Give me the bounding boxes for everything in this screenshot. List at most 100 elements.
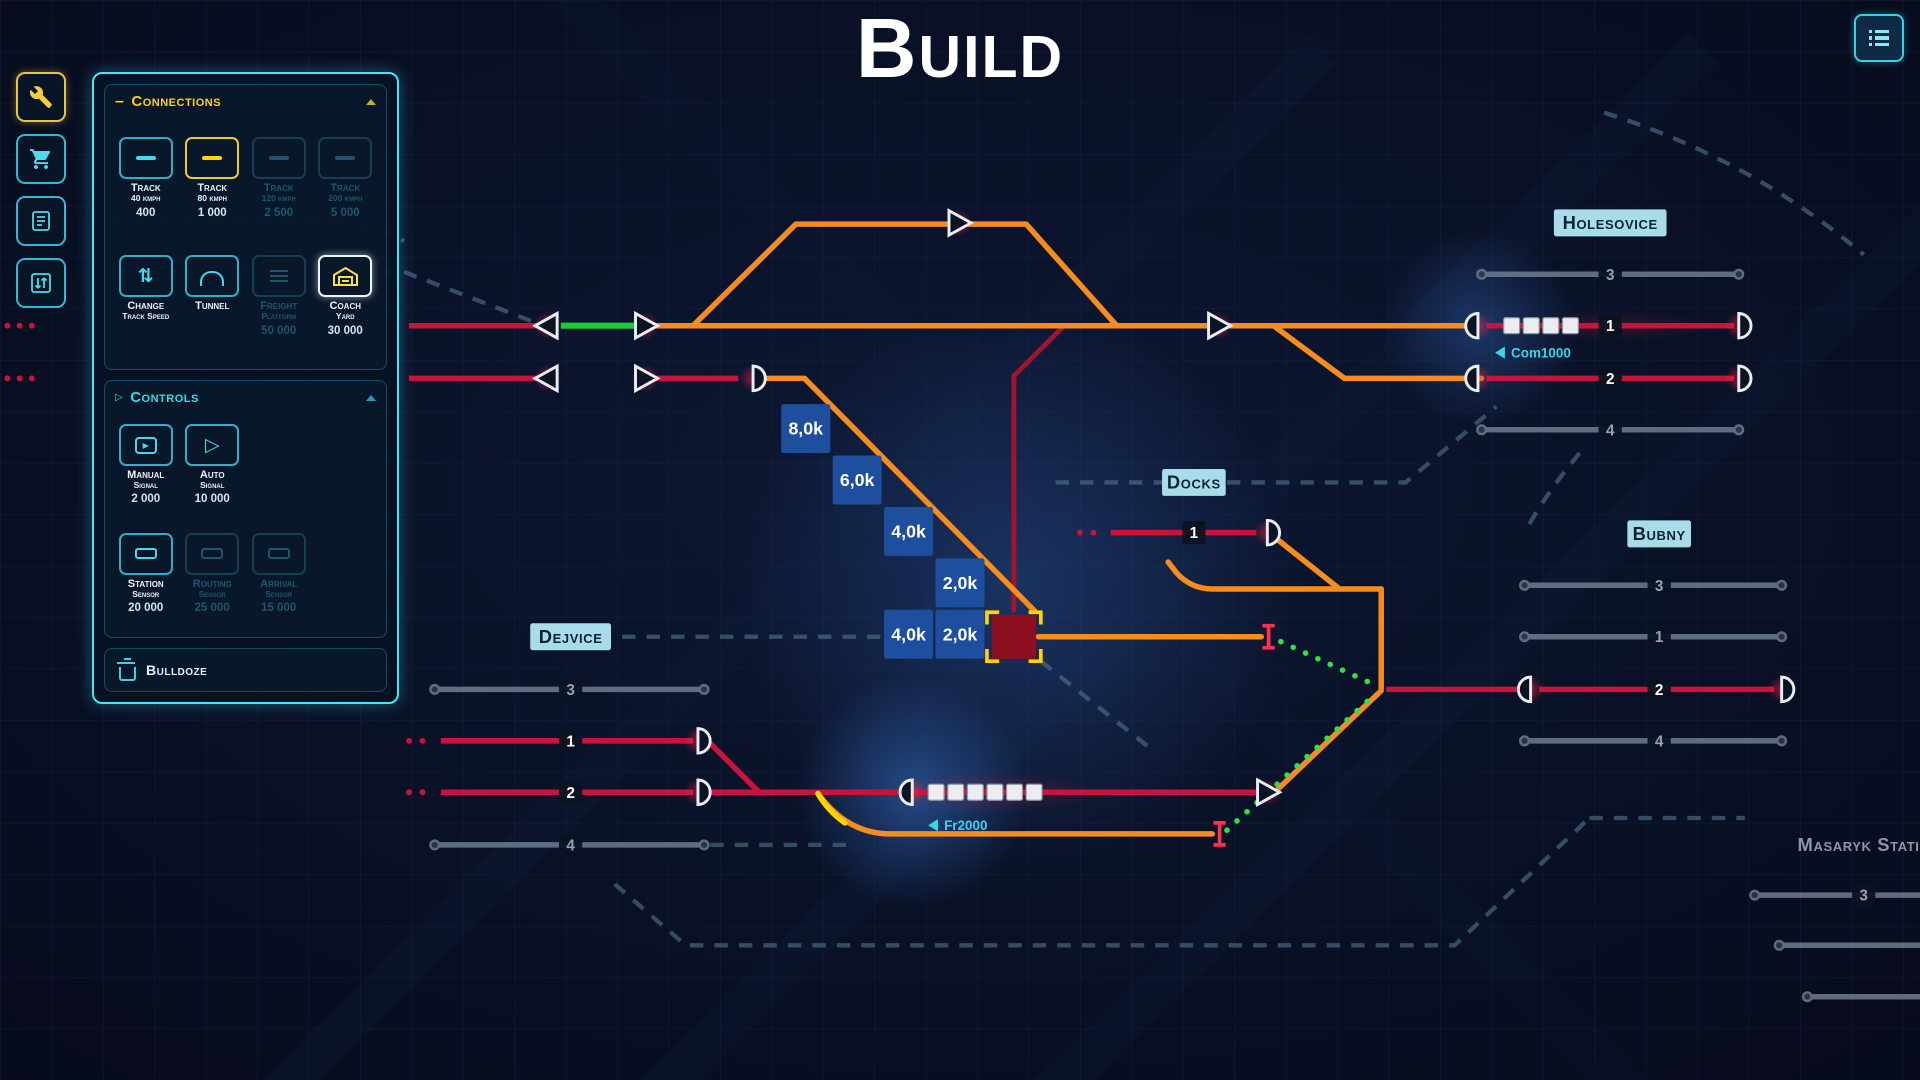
platform-end-right (1265, 518, 1282, 547)
orange-tracks[interactable] (649, 221, 1485, 837)
section-title: Connections (131, 93, 222, 110)
cost-label: 6,0k (840, 470, 875, 490)
page-title: Build (855, 1, 1065, 95)
track-icon (185, 137, 240, 180)
change-speed-icon: ⇅ (118, 255, 173, 298)
arrival-sensor-icon (251, 532, 306, 575)
platform-number: 4 (566, 837, 575, 854)
cost-label: 4,0k (891, 624, 926, 644)
routing-sensor-icon (185, 532, 240, 575)
cost-label: 2,0k (943, 573, 978, 593)
platform-number: 1 (1606, 318, 1615, 335)
manual-signal-icon: ▶ (118, 424, 173, 467)
platform-end-right (1737, 364, 1753, 393)
contracts-icon (29, 209, 53, 233)
chevron-up-icon[interactable] (366, 98, 376, 105)
track-icon (251, 137, 306, 180)
expand-icon[interactable]: ▷ (115, 392, 124, 403)
shop-mode-button[interactable] (16, 134, 66, 184)
cost-label: 2,0k (943, 624, 978, 644)
signal-right (1207, 310, 1234, 341)
track-bumpers (1213, 623, 1275, 847)
track-icon (118, 137, 173, 180)
platform-numbers: 3 1 2 4 1 3 1 2 4 3 1 2 4 3 (558, 262, 1876, 907)
track-icon (318, 137, 373, 180)
chevron-up-icon[interactable] (366, 394, 376, 401)
route-preview-dots (1224, 638, 1380, 833)
platform-end-right (696, 778, 712, 806)
cost-labels: 8,0k 6,0k 4,0k 2,0k 4,0k 2,0k (781, 404, 985, 659)
contracts-mode-button[interactable] (16, 196, 66, 246)
signal-right (1256, 777, 1283, 807)
track-order-icon (29, 271, 53, 295)
station-label-dejvice: Dejvice (539, 626, 603, 647)
train-fr2000 (927, 783, 1043, 801)
build-mode-button[interactable] (16, 72, 66, 122)
signal-right (947, 208, 975, 238)
cart-icon (29, 147, 53, 171)
train-marker-icon (928, 819, 938, 832)
collapse-icon[interactable]: – (115, 92, 125, 110)
trash-icon (116, 657, 136, 681)
platform-end-right (751, 364, 767, 393)
platform-number: 4 (1606, 422, 1615, 439)
station-labels: Holesovice Docks Bubny Dejvice Masaryk S… (530, 209, 1920, 855)
palette-item-tunnel[interactable]: Tunnel (182, 255, 244, 337)
section-title: Controls (130, 389, 199, 406)
platform-number: 3 (1655, 578, 1664, 595)
train-com1000 (1503, 317, 1579, 335)
cost-label: 4,0k (891, 522, 926, 542)
trains[interactable]: Com1000 Fr2000 (927, 317, 1579, 833)
platform-end-right (696, 727, 712, 755)
station-label-bubny: Bubny (1633, 523, 1686, 544)
wrench-icon (29, 85, 53, 109)
platform-end-left (1516, 675, 1533, 704)
station-label-holesovice: Holesovice (1563, 212, 1658, 233)
freight-platform-icon (251, 255, 306, 298)
station-label-masaryk: Masaryk Station (1798, 834, 1920, 855)
coach-yard-icon (318, 255, 373, 298)
platform-number: 3 (1859, 888, 1868, 905)
mode-toolbar (16, 72, 66, 308)
task-list-icon (1868, 29, 1890, 47)
bulldoze-button[interactable]: Bulldoze (104, 648, 387, 692)
signals[interactable] (532, 208, 1796, 807)
platform-number: 2 (1655, 682, 1664, 699)
train-label-fr2000: Fr2000 (944, 818, 987, 833)
platform-number: 4 (1655, 733, 1664, 750)
platform-number: 2 (1606, 371, 1615, 388)
platform-number: 3 (1606, 267, 1615, 284)
signal-right (634, 310, 661, 341)
platform-end-left (898, 778, 914, 806)
signal-left (532, 310, 559, 341)
task-list-button[interactable] (1854, 14, 1904, 62)
placement-cursor (985, 610, 1043, 664)
cost-label: 8,0k (788, 419, 823, 439)
platform-number: 1 (1190, 525, 1199, 542)
platform-end-right (1780, 675, 1796, 704)
platform-number: 1 (566, 733, 575, 750)
train-order-mode-button[interactable] (16, 258, 66, 308)
train-marker-icon (1495, 346, 1505, 359)
platform-end-left (1464, 311, 1480, 340)
auto-signal-icon: ▷ (185, 424, 240, 467)
signal-left (532, 363, 559, 394)
platform-number: 2 (566, 785, 575, 802)
platform-number: 1 (1655, 629, 1664, 646)
platform-end-right (1737, 311, 1753, 340)
